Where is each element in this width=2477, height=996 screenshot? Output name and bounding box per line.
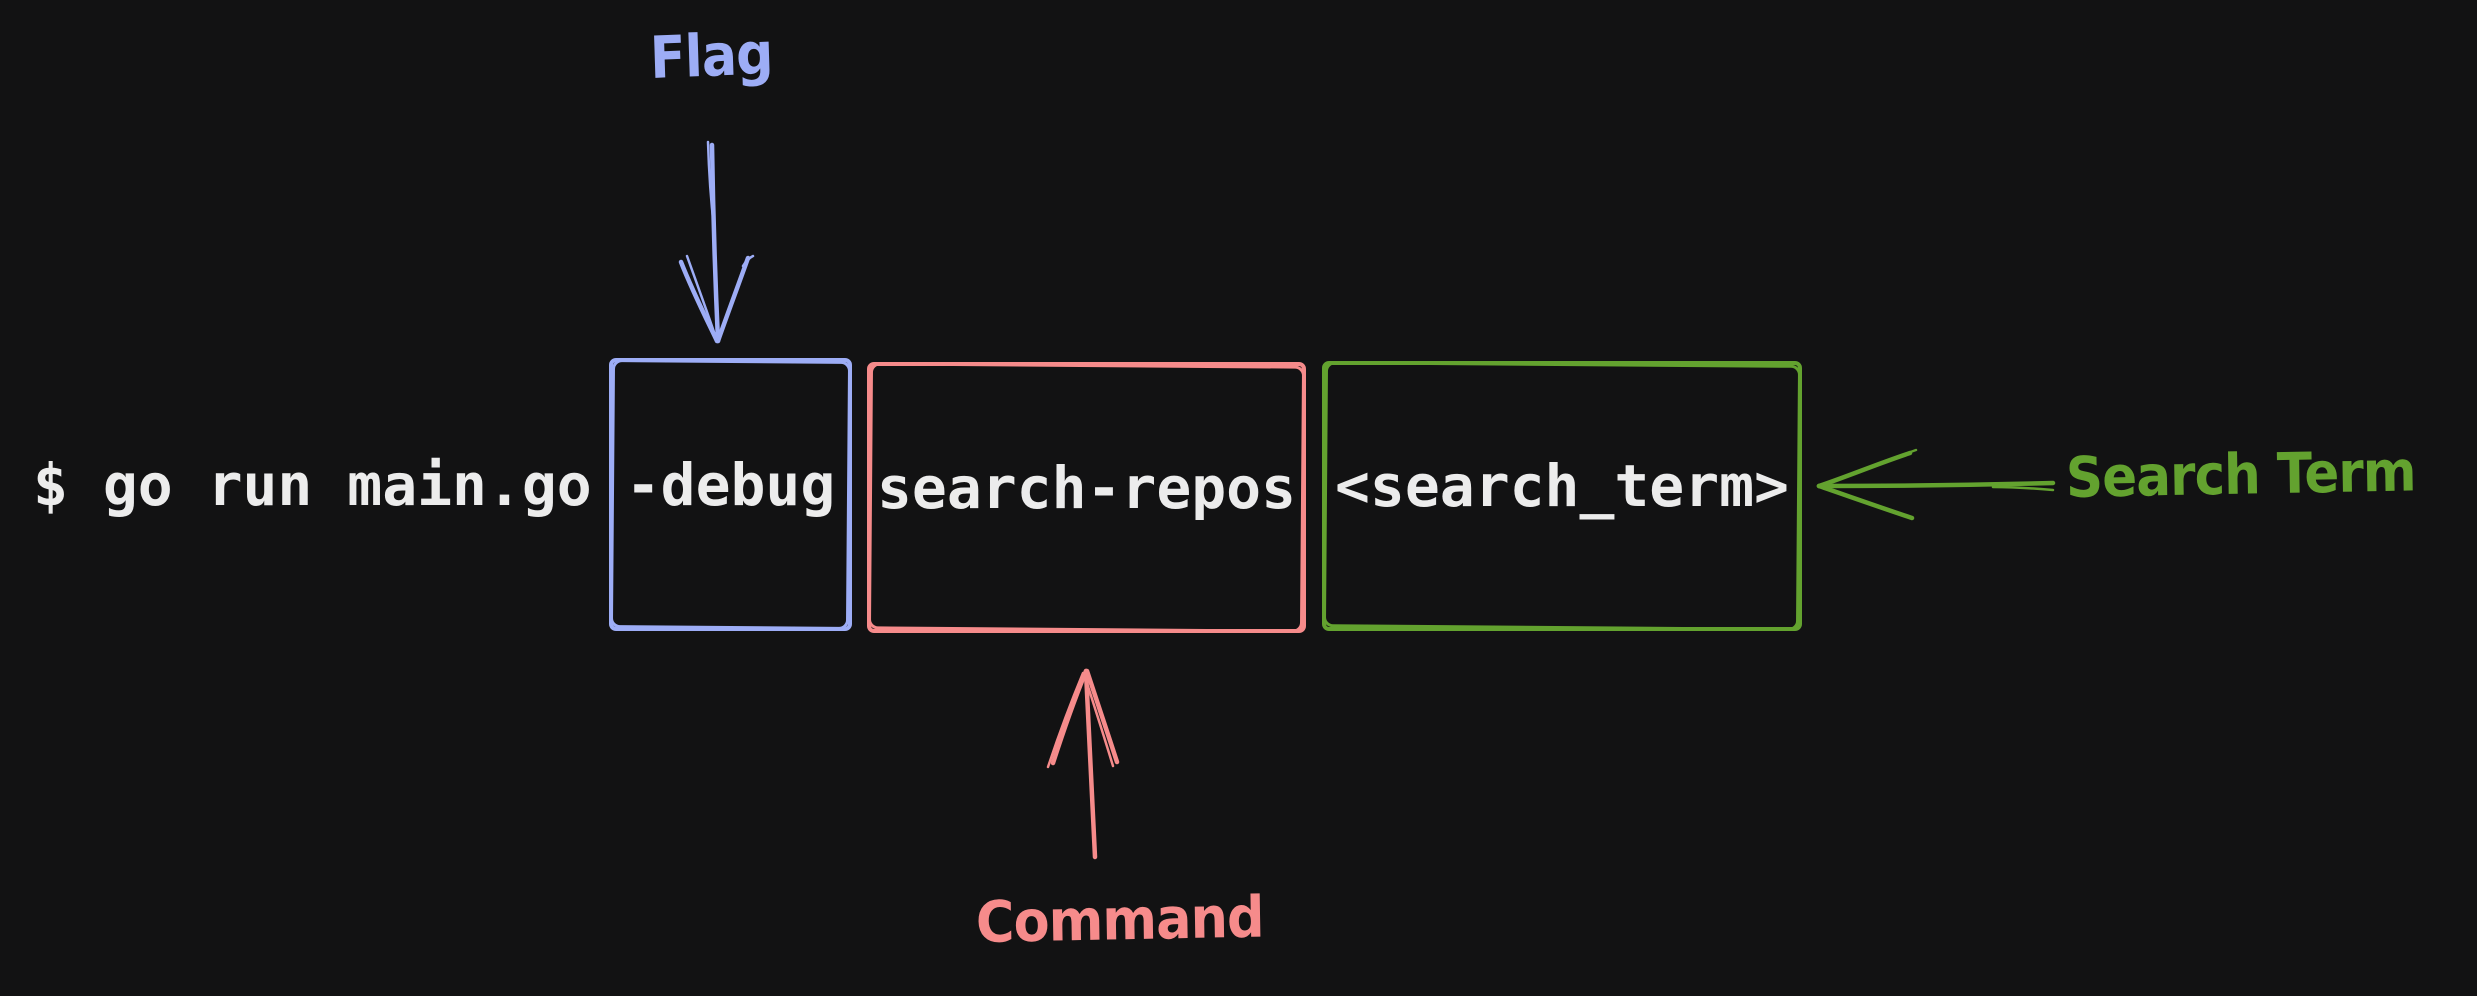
command-prefix-text: $ go run main.go <box>33 450 592 519</box>
search-term-token-text: <search_term> <box>1335 452 1789 520</box>
flag-box: -debug <box>609 358 852 631</box>
command-token-text: search-repos <box>876 453 1297 522</box>
command-prefix: $ go run main.go <box>33 358 592 631</box>
flag-token-text: -debug <box>625 450 836 519</box>
command-label: Command <box>975 884 1265 956</box>
flag-arrow-down-icon <box>678 140 755 344</box>
search-term-label: Search Term <box>2065 439 2417 511</box>
flag-label: Flag <box>648 19 774 92</box>
search-term-box: <search_term> <box>1322 361 1802 631</box>
search-term-arrow-left-icon <box>1816 448 2056 521</box>
command-box: search-repos <box>867 362 1306 633</box>
command-arrow-up-icon <box>1046 668 1120 860</box>
